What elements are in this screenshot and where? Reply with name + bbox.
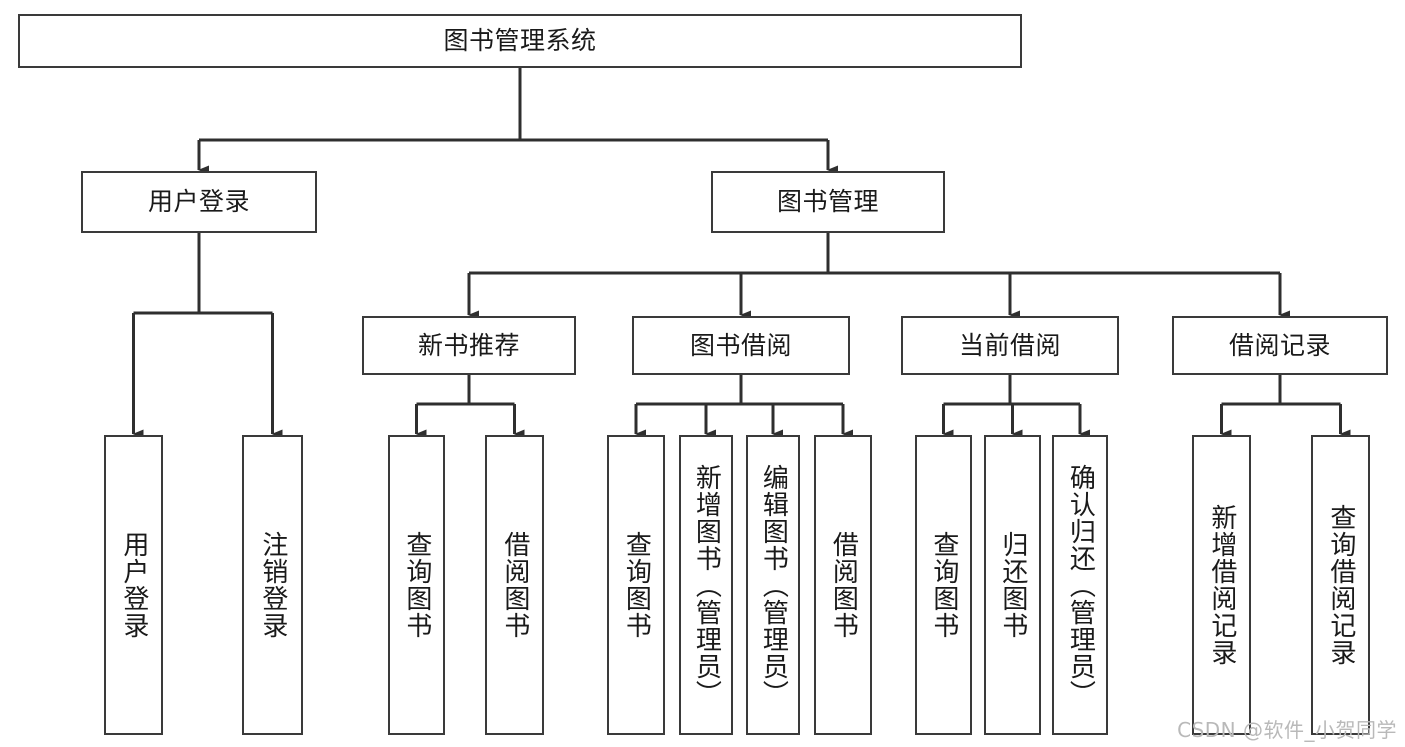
node-label: 借阅图书 <box>499 531 530 639</box>
node-label: 查询图书 <box>401 531 432 639</box>
node-label: 查询图书 <box>928 531 959 639</box>
node-label: 用户登录 <box>118 531 149 639</box>
node-book-borrow[interactable]: 图书借阅 <box>632 316 850 375</box>
node-label: 用户登录 <box>147 187 250 217</box>
node-label: 查询图书 <box>621 531 652 639</box>
node-label: 借阅图书 <box>828 531 859 639</box>
node-leaf-edit-book[interactable]: 编辑图书（管理员） <box>746 435 800 735</box>
node-new-book-rec[interactable]: 新书推荐 <box>362 316 576 375</box>
node-label: 编辑图书（管理员） <box>758 463 789 707</box>
node-book-manage[interactable]: 图书管理 <box>711 171 945 233</box>
node-label: 图书借阅 <box>689 330 792 360</box>
node-label: 查询借阅记录 <box>1325 504 1356 666</box>
node-label: 注销登录 <box>257 531 288 639</box>
node-borrow-record[interactable]: 借阅记录 <box>1172 316 1388 375</box>
node-leaf-borrow-book-2[interactable]: 借阅图书 <box>814 435 872 735</box>
node-label: 借阅记录 <box>1228 330 1331 360</box>
node-leaf-borrow-book-1[interactable]: 借阅图书 <box>485 435 544 735</box>
node-leaf-user-login[interactable]: 用户登录 <box>104 435 163 735</box>
node-leaf-add-record[interactable]: 新增借阅记录 <box>1192 435 1251 735</box>
node-label: 图书管理 <box>776 187 879 217</box>
node-label: 新增借阅记录 <box>1206 504 1237 666</box>
node-label: 新增图书（管理员） <box>691 463 722 707</box>
node-label: 新书推荐 <box>417 330 520 360</box>
node-label: 图书管理系统 <box>443 26 597 56</box>
node-leaf-query-book-2[interactable]: 查询图书 <box>607 435 665 735</box>
node-root[interactable]: 图书管理系统 <box>18 14 1022 68</box>
watermark-label: CSDN @软件_小贺同学 <box>1177 718 1397 742</box>
node-user-login[interactable]: 用户登录 <box>81 171 317 233</box>
node-leaf-confirm-return[interactable]: 确认归还（管理员） <box>1052 435 1108 735</box>
node-current-borrow[interactable]: 当前借阅 <box>901 316 1119 375</box>
node-label: 当前借阅 <box>958 330 1061 360</box>
node-leaf-return-book[interactable]: 归还图书 <box>984 435 1041 735</box>
node-leaf-query-book-3[interactable]: 查询图书 <box>915 435 972 735</box>
node-leaf-query-book-1[interactable]: 查询图书 <box>388 435 445 735</box>
node-leaf-add-book[interactable]: 新增图书（管理员） <box>679 435 733 735</box>
node-label: 归还图书 <box>997 531 1028 639</box>
node-label: 确认归还（管理员） <box>1065 463 1096 707</box>
node-leaf-query-record[interactable]: 查询借阅记录 <box>1311 435 1370 735</box>
node-leaf-logout[interactable]: 注销登录 <box>242 435 303 735</box>
